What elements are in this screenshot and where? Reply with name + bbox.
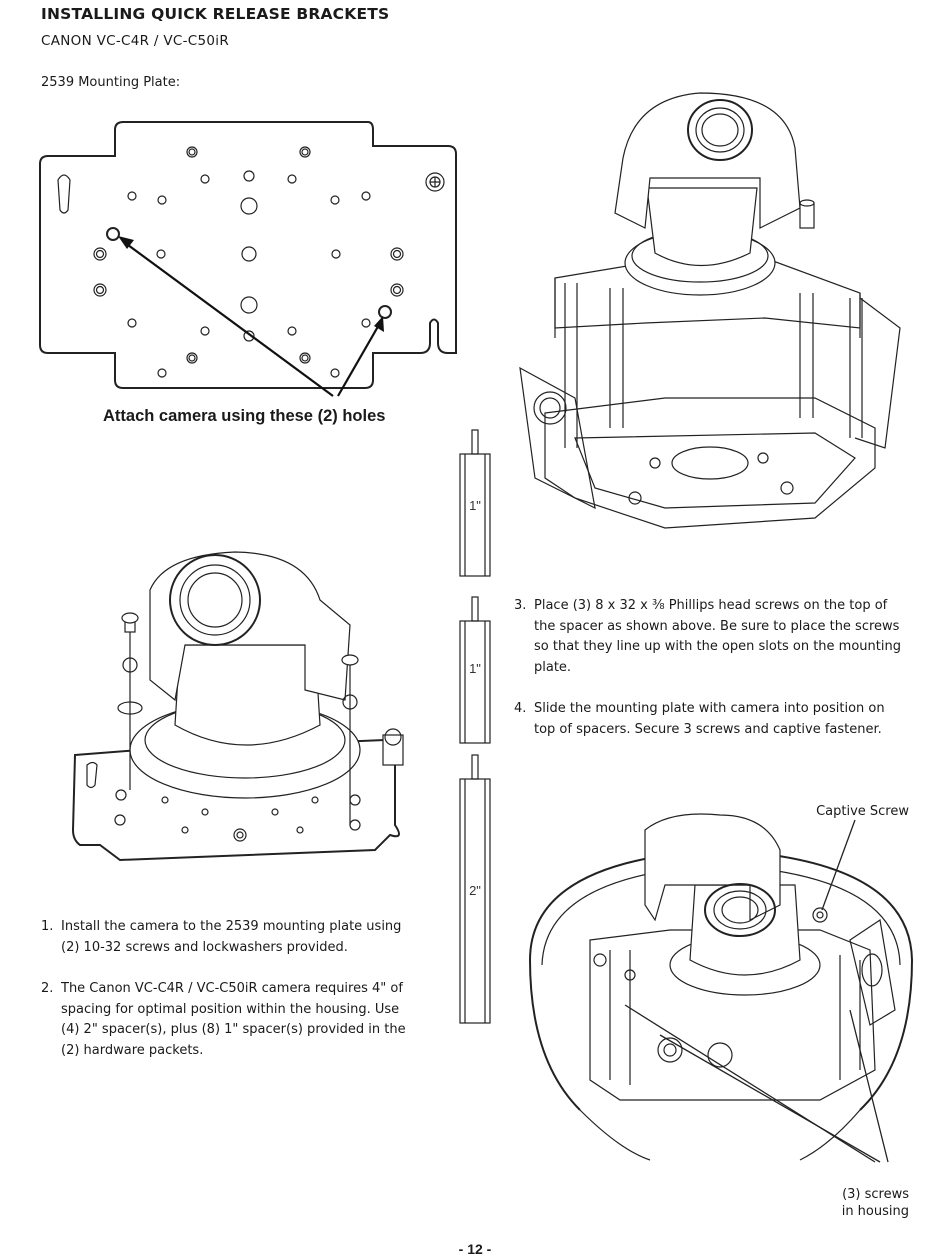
spacer-2in: 2"	[459, 754, 491, 1024]
captive-screw-callout: Captive Screw	[816, 804, 909, 819]
spacer-1in-b: 1"	[459, 596, 491, 744]
step-text: Slide the mounting plate with camera int…	[534, 701, 885, 737]
callout-line-1: (3) screws	[842, 1187, 909, 1202]
attach-holes-caption: Attach camera using these (2) holes	[103, 407, 386, 425]
step-1: 1. Install the camera to the 2539 mounti…	[41, 917, 421, 958]
spacer-label: 1"	[469, 661, 481, 676]
step-number: 1.	[41, 919, 54, 934]
page-subtitle: CANON VC-C4R / VC-C50iR	[41, 33, 230, 49]
step-number: 2.	[41, 981, 54, 996]
spacer-label: 2"	[469, 883, 481, 898]
spacer-1in-a: 1"	[459, 429, 491, 577]
step-4: 4. Slide the mounting plate with camera …	[514, 699, 909, 740]
step-number: 3.	[514, 598, 527, 613]
callout-lines	[624, 819, 889, 1163]
camera-in-housing-diagram	[529, 813, 913, 1163]
page-number: - 12 -	[458, 1241, 492, 1257]
callout-line-2: in housing	[841, 1204, 909, 1219]
step-2: 2. The Canon VC-C4R / VC-C50iR camera re…	[41, 979, 421, 1061]
step-text: Install the camera to the 2539 mounting …	[61, 919, 402, 955]
step-text: The Canon VC-C4R / VC-C50iR camera requi…	[61, 981, 406, 1058]
step-text: Place (3) 8 x 32 x ⅜ Phillips head screw…	[534, 598, 901, 675]
page-title: INSTALLING QUICK RELEASE BRACKETS	[41, 5, 390, 23]
attach-arrows	[118, 236, 384, 397]
mounting-plate-label: 2539 Mounting Plate:	[41, 75, 181, 90]
camera-bracket-assembly-diagram	[519, 92, 901, 529]
step-number: 4.	[514, 701, 527, 716]
camera-on-plate-diagram	[71, 551, 404, 862]
mounting-plate-diagram	[39, 121, 457, 397]
spacer-label: 1"	[469, 498, 481, 513]
step-3: 3. Place (3) 8 x 32 x ⅜ Phillips head sc…	[514, 596, 909, 678]
screws-in-housing-callout: (3) screws in housing	[842, 1186, 909, 1220]
plate-hole-pattern	[93, 146, 404, 378]
